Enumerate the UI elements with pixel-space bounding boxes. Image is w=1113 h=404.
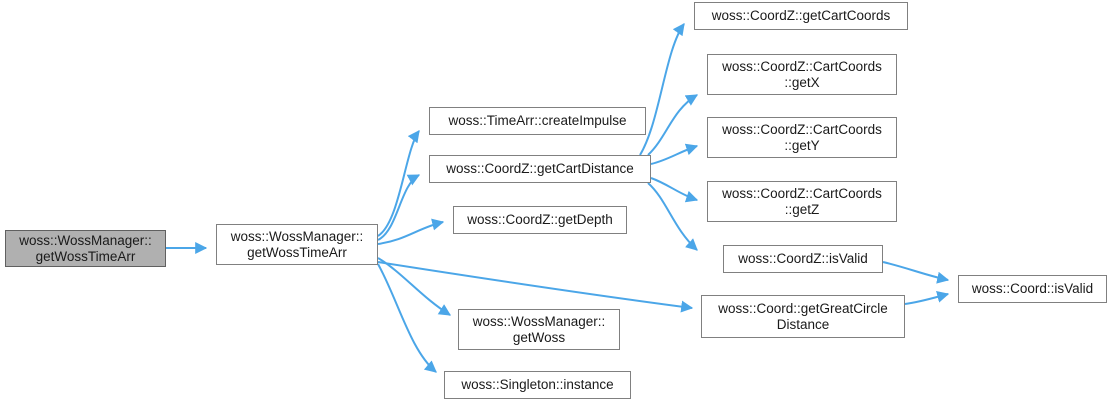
graph-node[interactable]: woss::WossManager:: getWoss (458, 309, 620, 350)
graph-edge (882, 261, 950, 284)
graph-node[interactable]: woss::WossManager:: getWossTimeArr (5, 230, 166, 267)
graph-edge (904, 290, 950, 305)
graph-edge (647, 94, 699, 156)
graph-node[interactable]: woss::WossManager:: getWossTimeArr (216, 224, 378, 265)
graph-node[interactable]: woss::CoordZ::getCartDistance (429, 155, 651, 183)
graph-edge (377, 218, 445, 245)
graph-edge (377, 263, 437, 373)
graph-node-label: woss::CoordZ::getCartCoords (711, 8, 891, 23)
graph-node[interactable]: woss::Coord::isValid (958, 275, 1107, 303)
graph-node-label: woss::Coord::isValid (971, 281, 1094, 296)
graph-node[interactable]: woss::CoordZ::isValid (723, 245, 883, 273)
graph-node-label: woss::CoordZ::CartCoords ::getY (722, 121, 882, 153)
graph-edge (639, 23, 685, 156)
graph-node-label: woss::Singleton::instance (461, 377, 614, 392)
graph-node-label: woss::CoordZ::isValid (738, 251, 868, 266)
graph-node-label: woss::CoordZ::getCartDistance (446, 161, 634, 176)
graph-edge (377, 257, 452, 316)
graph-node[interactable]: woss::Coord::getGreatCircle Distance (701, 295, 905, 338)
graph-node-label: woss::TimeArr::createImpulse (448, 113, 627, 128)
graph-edge (377, 174, 421, 241)
graph-edge (647, 182, 698, 251)
graph-edge (650, 177, 699, 203)
graph-node-label: woss::CoordZ::getDepth (467, 212, 613, 227)
graph-node[interactable]: woss::Singleton::instance (444, 371, 631, 399)
graph-edge (377, 261, 694, 313)
graph-node-label: woss::WossManager:: getWossTimeArr (230, 228, 364, 260)
graph-node-label: woss::CoordZ::CartCoords ::getZ (722, 185, 882, 217)
graph-node-label: woss::CoordZ::CartCoords ::getX (722, 58, 882, 90)
graph-node[interactable]: woss::CoordZ::CartCoords ::getX (707, 54, 897, 95)
graph-node[interactable]: woss::CoordZ::getDepth (453, 206, 627, 234)
graph-node-label: woss::Coord::getGreatCircle Distance (718, 300, 888, 332)
graph-node[interactable]: woss::CoordZ::getCartCoords (694, 2, 908, 30)
graph-node-label: woss::WossManager:: getWossTimeArr (19, 232, 152, 264)
graph-node[interactable]: woss::CoordZ::CartCoords ::getZ (707, 181, 897, 222)
graph-edge (650, 143, 699, 165)
graph-node-label: woss::WossManager:: getWoss (472, 313, 606, 345)
graph-node[interactable]: woss::TimeArr::createImpulse (429, 107, 646, 135)
graph-node[interactable]: woss::CoordZ::CartCoords ::getY (707, 117, 897, 158)
graph-edge (377, 130, 420, 237)
